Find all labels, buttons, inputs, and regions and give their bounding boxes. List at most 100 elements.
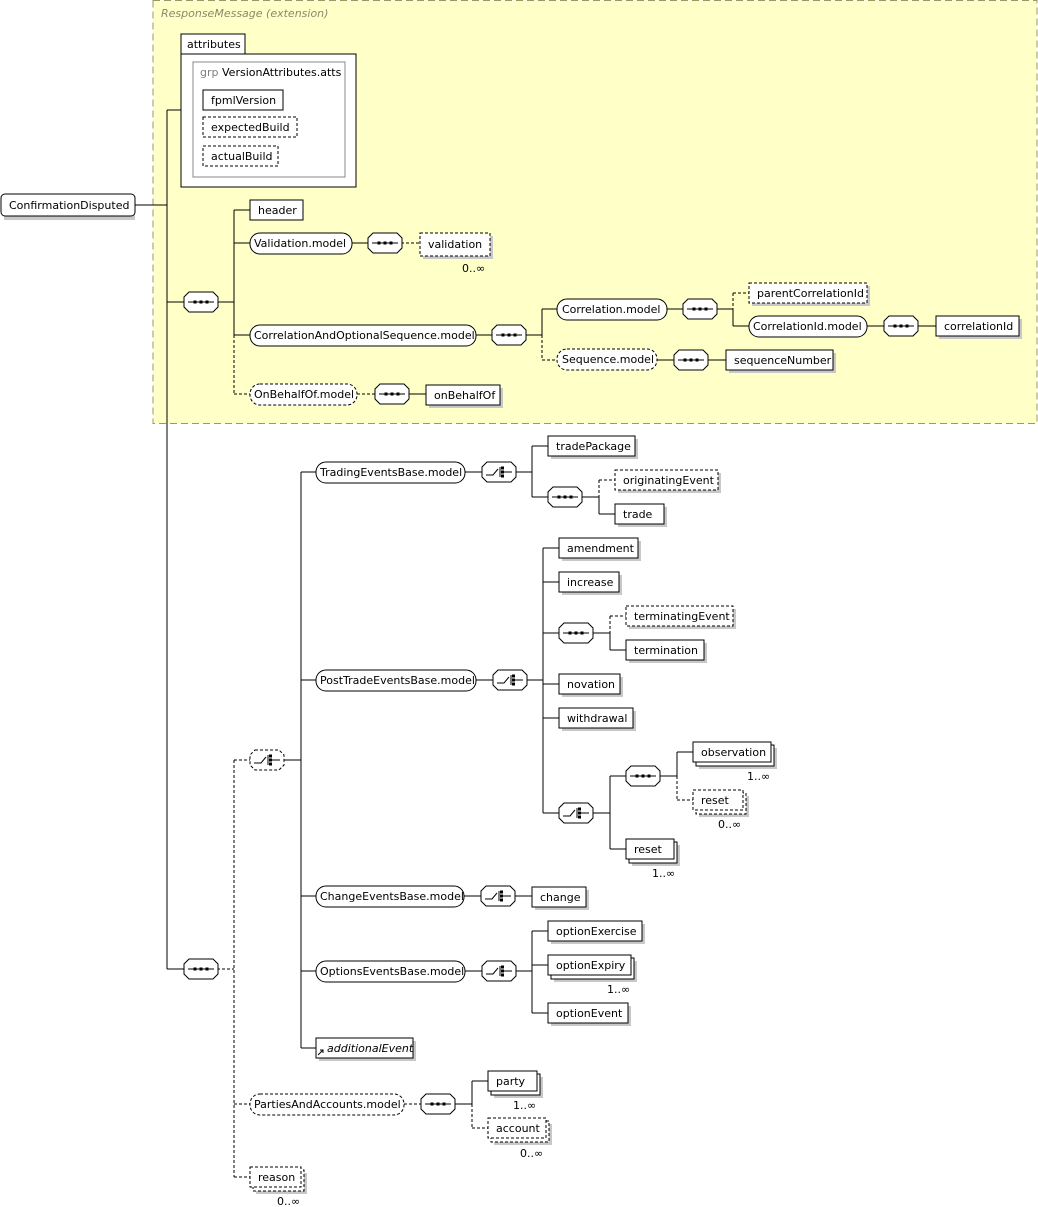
group-ChangeEventsBase-model-label: ChangeEventsBase.model	[320, 890, 464, 903]
choice-compositor-icon[interactable]	[492, 669, 528, 691]
element-header[interactable]	[249, 199, 304, 221]
element-terminatingEvent-label: terminatingEvent	[634, 610, 730, 623]
group-Sequence-model-label: Sequence.model	[562, 353, 654, 366]
group-PartiesAndAccounts-model-label: PartiesAndAccounts.model	[254, 1098, 401, 1111]
choice-compositor-icon[interactable]	[249, 749, 285, 771]
element-optionExercise[interactable]	[547, 920, 643, 942]
root-element-ConfirmationDisputed[interactable]	[0, 193, 136, 217]
element-optionEvent-label: optionEvent	[556, 1007, 623, 1020]
group-Sequence-model[interactable]	[556, 348, 658, 371]
element-observation[interactable]	[692, 741, 772, 763]
sequence-compositor-icon[interactable]	[420, 1093, 456, 1115]
cardinality-validation: 0..∞	[462, 262, 485, 275]
group-CorrelationId-model[interactable]	[748, 315, 868, 338]
element-tradePackage[interactable]	[547, 435, 636, 457]
element-correlationId[interactable]	[935, 315, 1020, 337]
cardinality-party: 1..∞	[513, 1099, 536, 1112]
attribute-actualBuild[interactable]	[202, 145, 279, 167]
element-additionalEvent[interactable]	[315, 1037, 414, 1059]
element-additionalEvent-label: additionalEvent	[327, 1042, 414, 1055]
sequence-compositor-icon[interactable]	[183, 958, 219, 980]
element-correlationId-label: correlationId	[944, 320, 1013, 333]
element-account[interactable]	[487, 1117, 547, 1139]
element-withdrawal-label: withdrawal	[567, 712, 627, 725]
attribute-group-title: grp VersionAttributes.atts	[200, 66, 342, 79]
group-CorrelationId-model-label: CorrelationId.model	[753, 320, 862, 333]
choice-compositor-icon[interactable]	[480, 885, 516, 907]
cardinality-optionExpiry: 1..∞	[607, 983, 630, 996]
element-optionExpiry[interactable]	[547, 954, 632, 976]
group-TradingEventsBase-model[interactable]	[315, 461, 466, 484]
group-OnBehalfOf-model[interactable]	[249, 383, 358, 406]
choice-compositor-icon[interactable]	[558, 802, 594, 824]
element-novation[interactable]	[558, 673, 621, 695]
element-amendment[interactable]	[558, 537, 639, 559]
element-reset-required[interactable]	[625, 838, 675, 860]
element-trade-label: trade	[623, 508, 653, 521]
sequence-compositor-icon[interactable]	[183, 291, 219, 313]
cardinality-reset-optional: 0..∞	[718, 818, 741, 831]
element-reason[interactable]	[249, 1166, 302, 1188]
element-optionExercise-label: optionExercise	[556, 925, 637, 938]
group-TradingEventsBase-model-label: TradingEventsBase.model	[319, 466, 462, 479]
element-withdrawal[interactable]	[558, 707, 634, 729]
element-amendment-label: amendment	[567, 542, 635, 555]
attribute-expectedBuild[interactable]	[202, 116, 298, 138]
group-Validation-model-label: Validation.model	[254, 237, 346, 250]
element-change[interactable]	[531, 886, 587, 908]
element-parentCorrelationId-label: parentCorrelationId	[757, 287, 864, 300]
group-OptionsEventsBase-model-label: OptionsEventsBase.model	[320, 965, 464, 978]
element-change-label: change	[540, 891, 581, 904]
root-element-label: ConfirmationDisputed	[9, 199, 129, 212]
group-Validation-model[interactable]	[249, 232, 353, 255]
group-Correlation-model-label: Correlation.model	[562, 303, 660, 316]
group-PartiesAndAccounts-model[interactable]	[249, 1093, 405, 1116]
compositors	[183, 232, 919, 1115]
connectors	[135, 109, 936, 1178]
element-parentCorrelationId[interactable]	[748, 282, 868, 304]
group-OptionsEventsBase-model[interactable]	[315, 960, 466, 983]
group-ChangeEventsBase-model[interactable]	[315, 885, 465, 908]
element-increase-label: increase	[567, 576, 614, 589]
group-OnBehalfOf-model-label: OnBehalfOf.model	[254, 388, 354, 401]
element-termination[interactable]	[625, 639, 705, 661]
element-trade[interactable]	[614, 503, 665, 525]
group-Correlation-model[interactable]	[556, 298, 668, 321]
element-validation[interactable]	[419, 232, 491, 257]
element-optionExpiry-label: optionExpiry	[556, 959, 626, 972]
cardinality-account: 0..∞	[520, 1147, 543, 1160]
element-account-label: account	[496, 1122, 541, 1135]
sequence-compositor-icon[interactable]	[491, 324, 527, 346]
sequence-compositor-icon[interactable]	[558, 622, 594, 644]
element-increase[interactable]	[558, 571, 620, 593]
element-onBehalfOf[interactable]	[425, 384, 501, 406]
element-terminatingEvent[interactable]	[625, 605, 734, 627]
sequence-compositor-icon[interactable]	[547, 486, 583, 508]
element-originatingEvent[interactable]	[614, 469, 719, 491]
attribute-actualBuild-label: actualBuild	[211, 150, 272, 163]
sequence-compositor-icon[interactable]	[682, 298, 718, 320]
element-sequenceNumber[interactable]	[725, 349, 834, 371]
attribute-fpmlVersion[interactable]	[202, 89, 284, 111]
element-party[interactable]	[487, 1070, 538, 1092]
element-termination-label: termination	[634, 644, 698, 657]
element-novation-label: novation	[567, 678, 615, 691]
abstract-element-arrow-icon	[317, 1049, 324, 1056]
element-reset-optional[interactable]	[692, 789, 744, 811]
sequence-compositor-icon[interactable]	[625, 765, 661, 787]
attribute-expectedBuild-label: expectedBuild	[211, 121, 290, 134]
cardinality-reason: 0..∞	[277, 1195, 300, 1207]
group-CorrelationAndOptionalSequence-model[interactable]	[249, 324, 477, 347]
choice-compositor-icon[interactable]	[481, 960, 517, 982]
sequence-compositor-icon[interactable]	[367, 232, 403, 254]
element-optionEvent[interactable]	[547, 1002, 629, 1024]
sequence-compositor-icon[interactable]	[883, 315, 919, 337]
sequence-compositor-icon[interactable]	[374, 383, 410, 405]
group-PostTradeEventsBase-model[interactable]	[315, 669, 477, 692]
attributes-tab-label: attributes	[187, 38, 241, 51]
element-party-label: party	[496, 1075, 526, 1088]
choice-compositor-icon[interactable]	[481, 461, 517, 483]
group-PostTradeEventsBase-model-label: PostTradeEventsBase.model	[320, 674, 475, 687]
sequence-compositor-icon[interactable]	[673, 349, 709, 371]
group-CorrelationAndOptionalSequence-model-label: CorrelationAndOptionalSequence.model	[254, 329, 475, 342]
